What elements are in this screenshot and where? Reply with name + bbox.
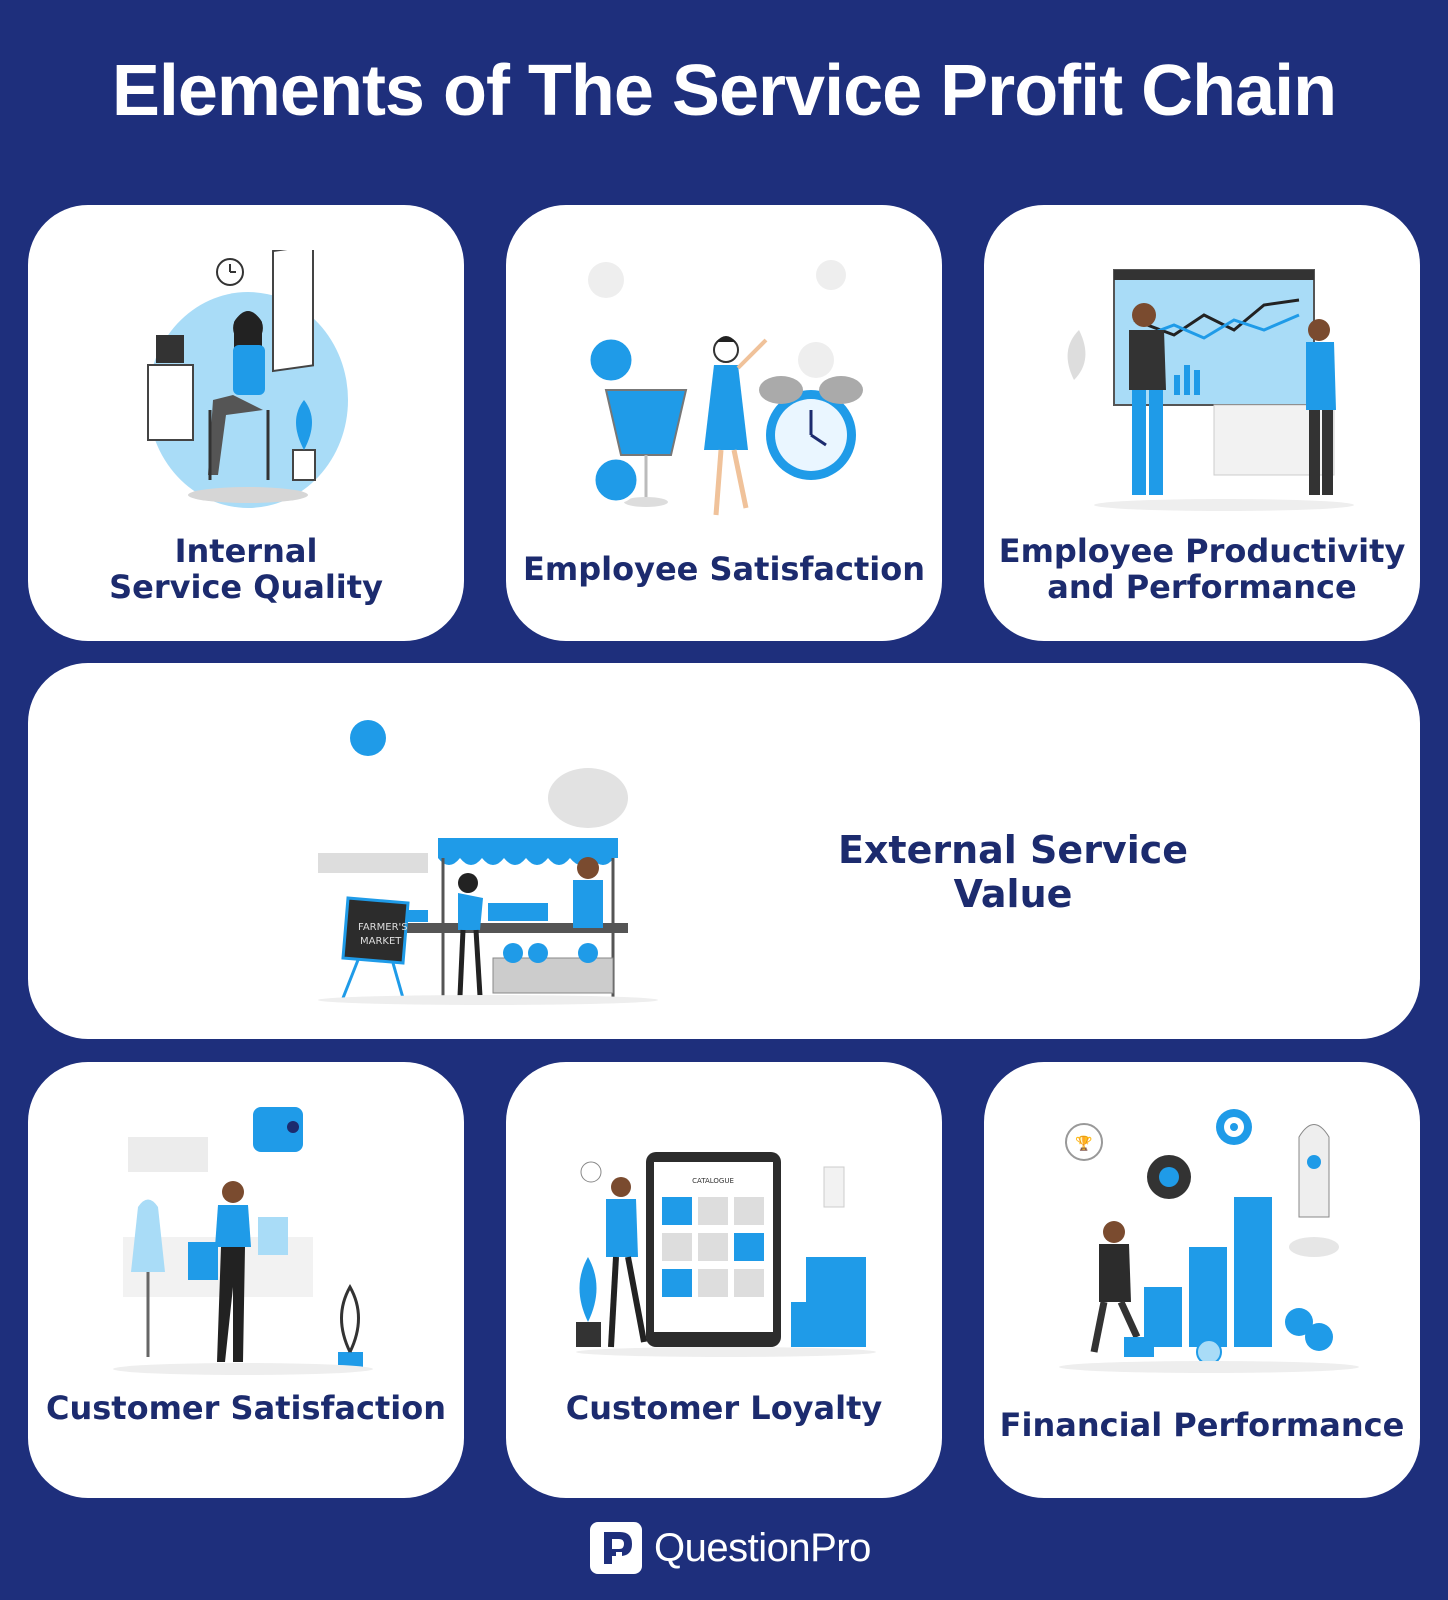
dashboard-analysts-illustration: [1067, 269, 1354, 511]
card-label: Financial Performance: [999, 1406, 1405, 1444]
catalogue-tablet-illustration: CATALOGUE: [576, 1152, 876, 1357]
card-internal-service-quality: Internal Service Quality: [28, 205, 464, 641]
market-sign-line-1: FARMER'S: [358, 922, 408, 933]
celebrating-woman-clock-illustration: [587, 260, 863, 516]
card-label: Employee Productivity and Performance: [998, 532, 1406, 606]
card-employee-productivity-performance: Employee Productivity and Performance: [984, 205, 1420, 641]
page-title: Elements of The Service Profit Chain: [111, 51, 1337, 131]
card-external-service-value: FARMER'S MARKET External Service Value: [28, 663, 1420, 1039]
questionpro-logo-icon: [590, 1522, 642, 1574]
catalogue-screen-title: CATALOGUE: [692, 1177, 734, 1185]
questionpro-logo: QuestionPro: [590, 1520, 871, 1576]
card-customer-satisfaction: Customer Satisfaction: [28, 1062, 464, 1498]
shopping-woman-illustration: [113, 1107, 373, 1375]
farmers-market-stall-illustration: FARMER'S MARKET: [318, 720, 658, 1005]
market-sign-line-2: MARKET: [360, 936, 402, 947]
card-financial-performance: 🏆 Financial Performance: [984, 1062, 1420, 1498]
card-customer-loyalty: CATALOGUE Customer Loyalty: [506, 1062, 942, 1498]
card-label: Customer Satisfaction: [45, 1389, 447, 1427]
card-label: Internal Service Quality: [109, 532, 383, 606]
card-label: Customer Loyalty: [565, 1389, 883, 1427]
growth-chart-rocket-illustration: 🏆: [1059, 1109, 1359, 1373]
woman-with-coffee-illustration: [147, 250, 348, 508]
svg-text:🏆: 🏆: [1075, 1135, 1093, 1152]
card-label: Employee Satisfaction: [523, 550, 925, 588]
brand-name: QuestionPro: [654, 1525, 871, 1570]
card-employee-satisfaction: Employee Satisfaction: [506, 205, 942, 641]
card-label: External Service Value: [837, 828, 1189, 916]
